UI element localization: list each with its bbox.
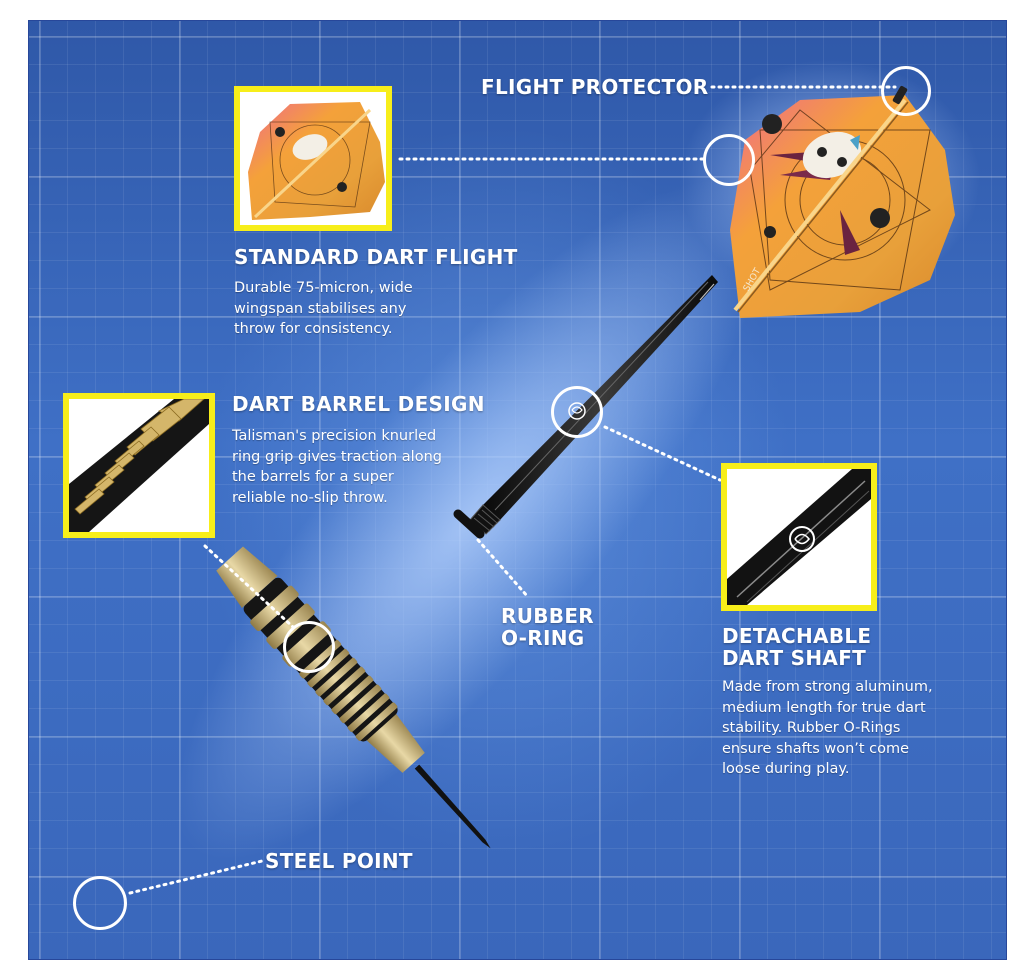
standard-flight-description: Durable 75-micron, wide wingspan stabili… <box>234 280 413 337</box>
o-ring-heading: RUBBER O-RING <box>501 604 594 650</box>
shaft-thumbnail <box>721 463 877 611</box>
shaft-logo-marker <box>551 386 603 438</box>
standard-flight-heading: STANDARD DART FLIGHT <box>234 245 518 269</box>
barrel-heading: DART BARREL DESIGN <box>232 392 485 416</box>
shaft-image <box>469 275 718 535</box>
barrel-marker <box>283 621 335 673</box>
shaft-thumbnail-image <box>727 469 871 605</box>
flight-protector-heading: FLIGHT PROTECTOR <box>481 75 709 99</box>
o-ring-image <box>453 509 485 539</box>
leader-lines <box>128 85 897 895</box>
flight-thumbnail-image <box>248 102 385 220</box>
flight-marker <box>703 134 755 186</box>
barrel-description: Talisman's precision knurled ring grip g… <box>232 428 442 506</box>
barrel-thumbnail-image <box>69 399 209 532</box>
shaft-description: Made from strong aluminum, medium length… <box>722 679 933 777</box>
large-flight-image: SHOT <box>730 85 955 318</box>
standard-flight-thumbnail <box>234 86 392 231</box>
flight-protector-marker <box>881 66 931 116</box>
barrel-thumbnail <box>63 393 215 538</box>
steel-point-marker <box>73 876 127 930</box>
steel-point-heading: STEEL POINT <box>265 849 413 873</box>
shaft-heading: DETACHABLE DART SHAFT <box>722 624 872 670</box>
